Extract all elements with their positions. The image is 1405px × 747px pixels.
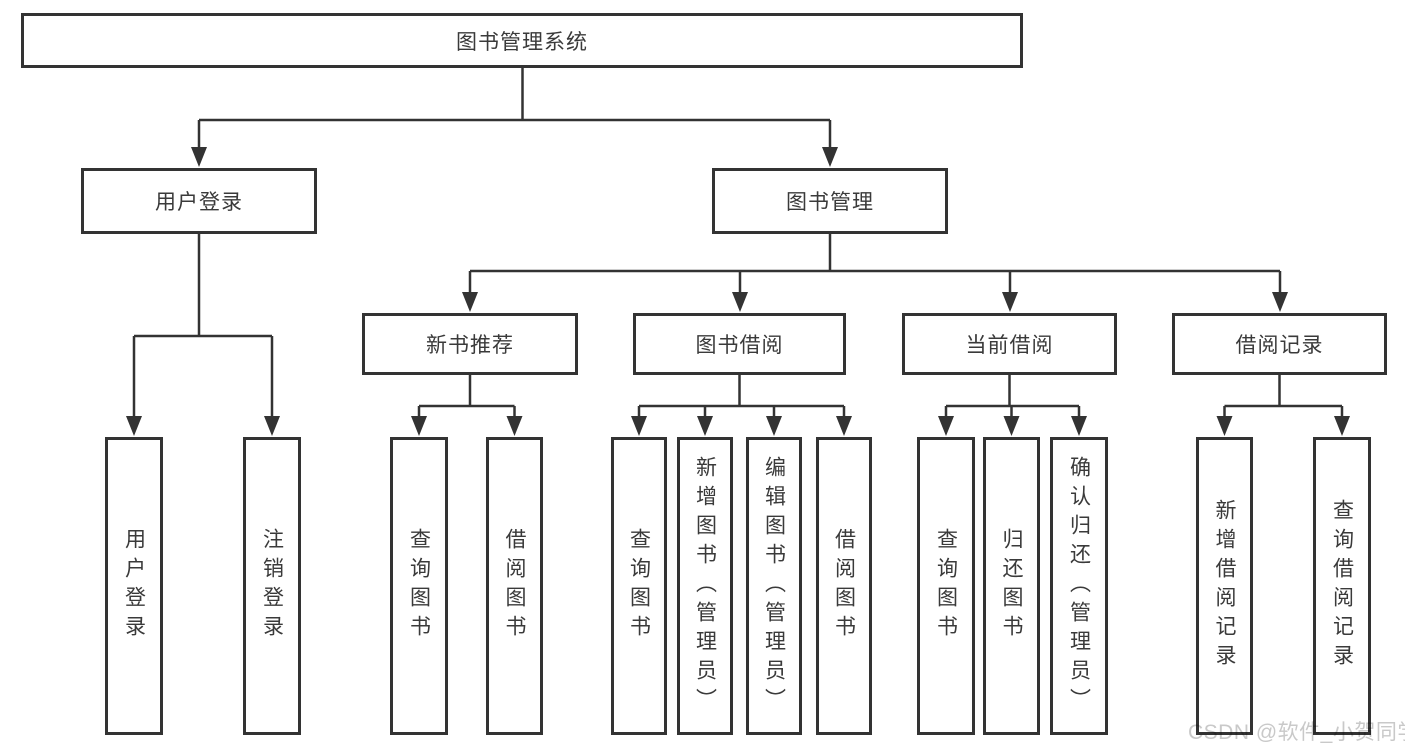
node-book-management: 图书管理 — [712, 168, 948, 234]
leaf-add-books-admin: 新增图书（管理员） — [677, 437, 733, 735]
leaf-user-login: 用户登录 — [105, 437, 163, 735]
leaf-query-books-recommend: 查询图书 — [390, 437, 448, 735]
csdn-watermark: CSDN @软件_小贺同学 — [1188, 721, 1405, 744]
leaf-add-borrow-record: 新增借阅记录 — [1196, 437, 1253, 735]
node-current-borrowing: 当前借阅 — [902, 313, 1117, 375]
leaf-query-borrow-record: 查询借阅记录 — [1313, 437, 1371, 735]
leaf-confirm-return-admin: 确认归还（管理员） — [1050, 437, 1108, 735]
leaf-query-books-borrow: 查询图书 — [611, 437, 667, 735]
node-book-management-system: 图书管理系统 — [21, 13, 1023, 68]
connector-new-book-children — [417, 374, 516, 421]
leaf-borrow-books-recommend: 借阅图书 — [486, 437, 543, 735]
leaf-logout: 注销登录 — [243, 437, 301, 735]
connector-current-borrow-children — [944, 374, 1081, 421]
connector-root-to-level2 — [197, 67, 832, 152]
leaf-return-books: 归还图书 — [983, 437, 1040, 735]
leaf-query-books-current: 查询图书 — [917, 437, 975, 735]
leaf-edit-books-admin: 编辑图书（管理员） — [746, 437, 802, 735]
connector-book-management-children — [468, 233, 1282, 297]
node-book-borrowing: 图书借阅 — [633, 313, 846, 375]
connector-user-login-children — [132, 233, 274, 421]
node-borrowing-records: 借阅记录 — [1172, 313, 1387, 375]
connector-borrow-record-children — [1223, 374, 1344, 421]
node-new-book-recommendation: 新书推荐 — [362, 313, 578, 375]
connector-book-borrow-children — [637, 374, 846, 421]
node-user-login: 用户登录 — [81, 168, 317, 234]
leaf-borrow-books: 借阅图书 — [816, 437, 872, 735]
